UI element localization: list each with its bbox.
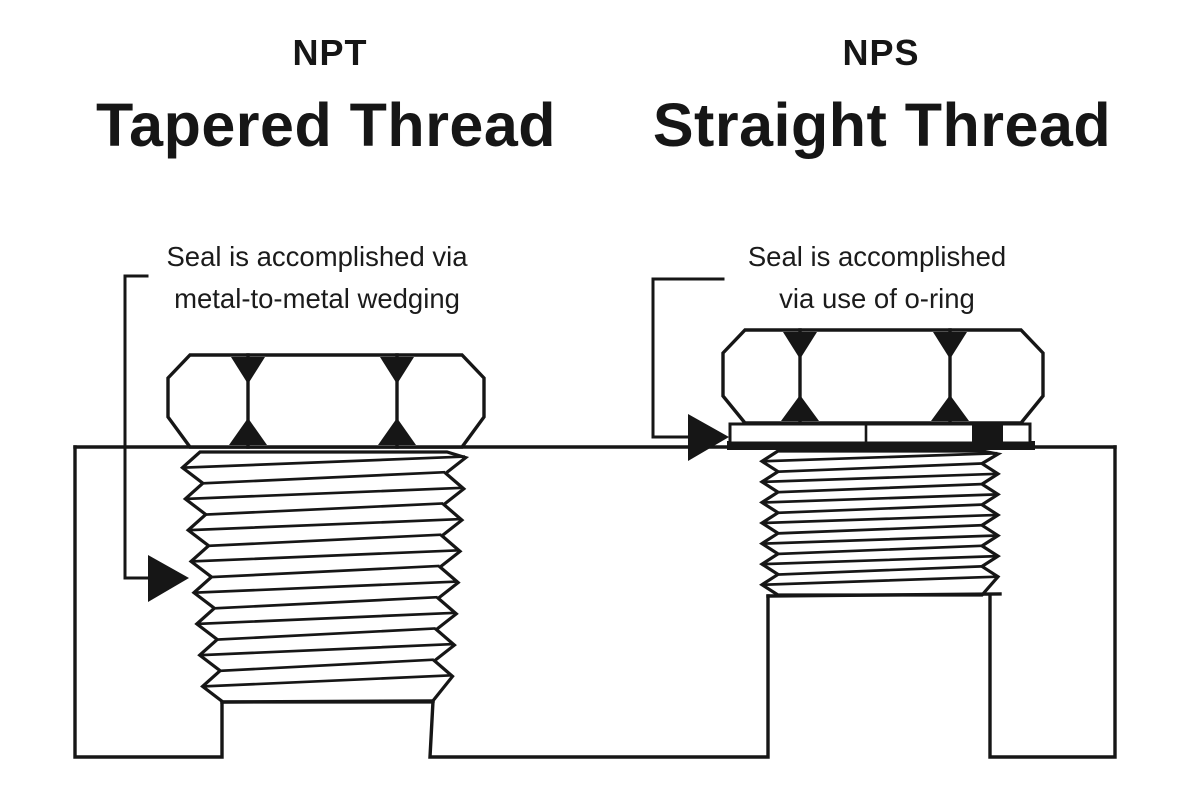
npt-threads-helix-line — [220, 658, 434, 673]
nps-threads-helix-line — [778, 482, 982, 494]
nps-threads-helix-line — [778, 544, 982, 556]
oring-seal-band — [727, 441, 1035, 450]
nps-threads-helix-line — [762, 513, 998, 525]
nps-straight-threads — [759, 449, 1003, 597]
nps-fitting — [721, 328, 1045, 598]
npt-threads-helix-line — [188, 517, 462, 532]
npt-threads-helix-line — [217, 627, 436, 641]
npt-threads-helix-line — [203, 673, 453, 688]
nps-threads-helix-line — [762, 451, 998, 463]
nps-annotation-line2: via use of o-ring — [779, 283, 975, 314]
nps-annotation-line1: Seal is accomplished — [747, 241, 1007, 272]
nps-threads-helix-line — [778, 565, 982, 576]
nps-title: Straight Thread — [652, 91, 1112, 159]
npt-threads-helix-line — [206, 502, 444, 516]
nps-threads-helix-line — [762, 493, 998, 504]
nps-annotation: Seal is accomplished via use of o-ring — [748, 236, 1006, 320]
npt-threads-helix-line — [212, 564, 440, 579]
npt-threads-helix-line — [191, 548, 460, 563]
npt-arrow-icon — [148, 555, 189, 602]
npt-threads-helix-line — [194, 580, 458, 595]
npt-annotation-line2: metal-to-metal wedging — [174, 283, 460, 314]
npt-hex-head-shadows — [229, 357, 416, 445]
nps-arrow-icon — [688, 414, 729, 461]
nps-thread-bottom-edge — [766, 592, 1002, 598]
nps-acronym: NPS — [842, 32, 920, 73]
npt-threads-helix-line — [203, 470, 446, 485]
npt-threads-helix-line — [197, 611, 456, 626]
npt-leader — [123, 274, 189, 602]
oring-cross-section — [972, 423, 1003, 443]
npt-threads-helix-line — [214, 595, 438, 610]
npt-hex-head — [166, 353, 486, 449]
npt-annotation: Seal is accomplished via metal-to-metal … — [166, 236, 467, 320]
nps-leader — [651, 277, 729, 461]
npt-annotation-line1: Seal is accomplished via — [166, 241, 468, 272]
npt-thread-bottom-edge — [220, 699, 435, 704]
npt-fitting — [166, 353, 486, 704]
block-right-outline — [988, 445, 1117, 759]
nps-threads-helix-line — [762, 554, 998, 566]
npt-leader-line — [123, 274, 152, 580]
nps-leader-line — [651, 277, 725, 439]
block-middle-outline — [428, 594, 770, 759]
nps-threads-helix-line — [762, 472, 998, 484]
nps-hex-head — [721, 328, 1045, 425]
npt-tapered-threads — [179, 450, 470, 704]
npt-acronym: NPT — [292, 32, 368, 73]
block-left-outline — [73, 445, 224, 759]
npt-title: Tapered Thread — [95, 91, 557, 159]
nps-threads-helix-line — [778, 503, 982, 515]
npt-threads-helix-line — [185, 486, 464, 501]
nps-hex-head-shadows — [781, 332, 969, 421]
npt-threads-helix-line — [183, 455, 466, 470]
nps-threads-helix-line — [762, 575, 998, 587]
nps-threads-helix-line — [778, 462, 982, 473]
nps-threads-helix-line — [778, 523, 982, 535]
nps-threads-helix-line — [762, 534, 998, 545]
npt-threads-helix-line — [200, 642, 454, 657]
npt-threads-helix-line — [209, 533, 442, 548]
